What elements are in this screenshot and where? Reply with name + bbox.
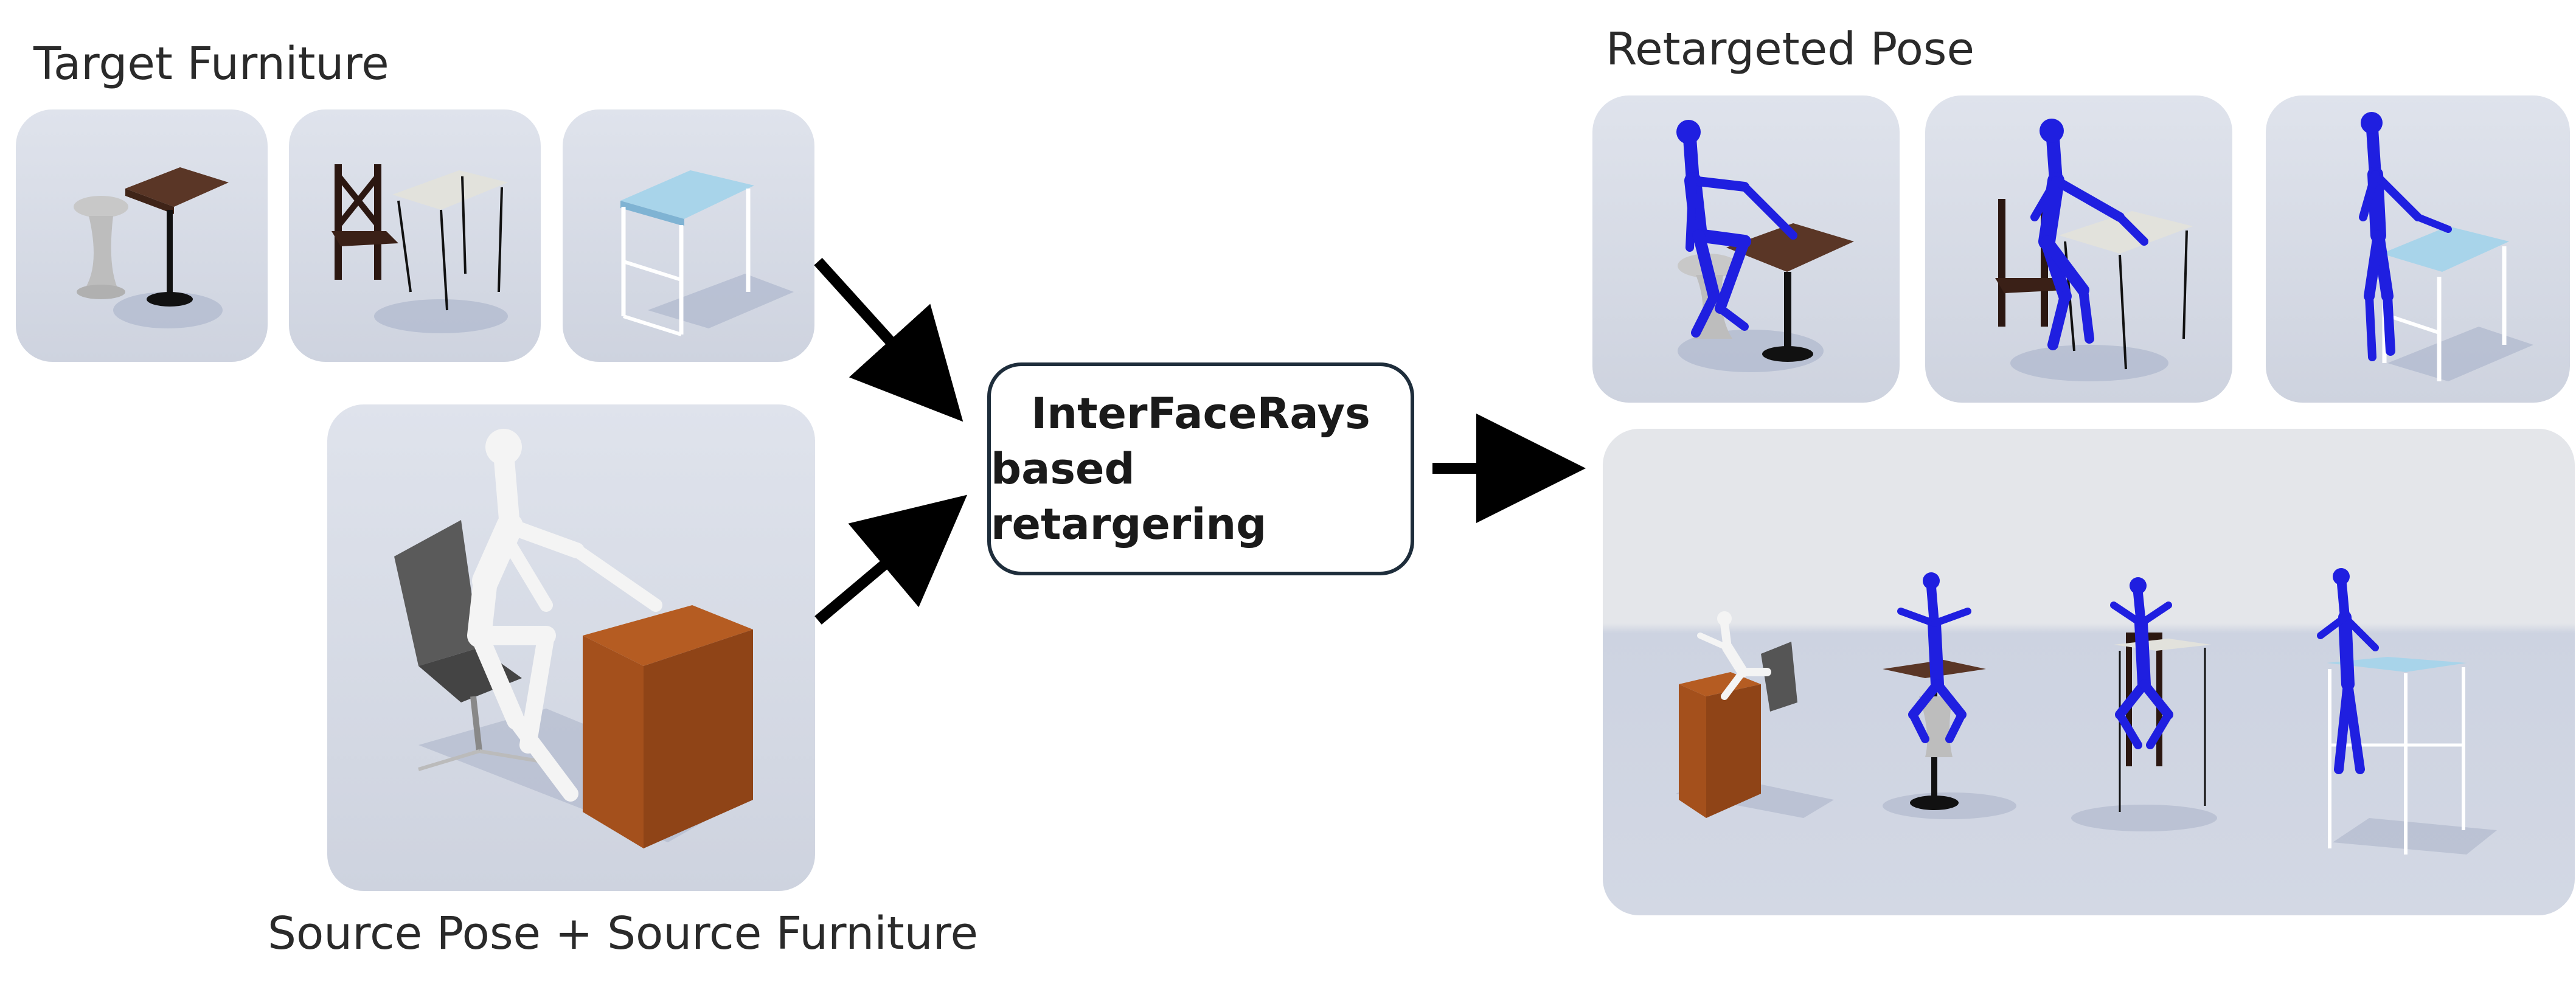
source-panel bbox=[327, 404, 815, 891]
target-panel-chair-table bbox=[289, 109, 541, 362]
retargeted-panel-chair bbox=[1925, 95, 2232, 403]
target-panel-stool-table bbox=[16, 109, 268, 362]
blue-pose-standing-at-glass-table-image bbox=[2359, 112, 2533, 381]
blue-pose-on-wooden-chair-image bbox=[1995, 119, 2193, 381]
arrow-source-to-method bbox=[814, 494, 968, 625]
target-furniture-label: Target Furniture bbox=[33, 38, 389, 90]
blue-pose-on-stool-image bbox=[1676, 120, 1854, 372]
source-label: Source Pose + Source Furniture bbox=[268, 907, 978, 960]
retargeted-panel-stool bbox=[1592, 95, 1900, 403]
wooden-chair-and-white-table-image bbox=[332, 164, 508, 333]
all-poses-lineup-image bbox=[1676, 568, 2497, 855]
method-box: InterFaceRays based retargering bbox=[987, 362, 1414, 575]
target-panel-glass-table bbox=[563, 109, 814, 362]
stool-and-square-table-image bbox=[74, 167, 229, 328]
method-box-line1: InterFaceRays bbox=[1031, 388, 1370, 439]
retargeted-pose-label: Retargeted Pose bbox=[1606, 23, 1974, 75]
blue-top-white-frame-table-image bbox=[620, 170, 794, 336]
retargeted-panel-all bbox=[1603, 429, 2575, 915]
method-box-line2: based retargering bbox=[991, 443, 1267, 549]
retargeted-panel-glass-table bbox=[2266, 95, 2570, 403]
source-pose-office-chair-desk-image bbox=[394, 429, 753, 848]
arrow-target-to-method bbox=[814, 257, 963, 422]
